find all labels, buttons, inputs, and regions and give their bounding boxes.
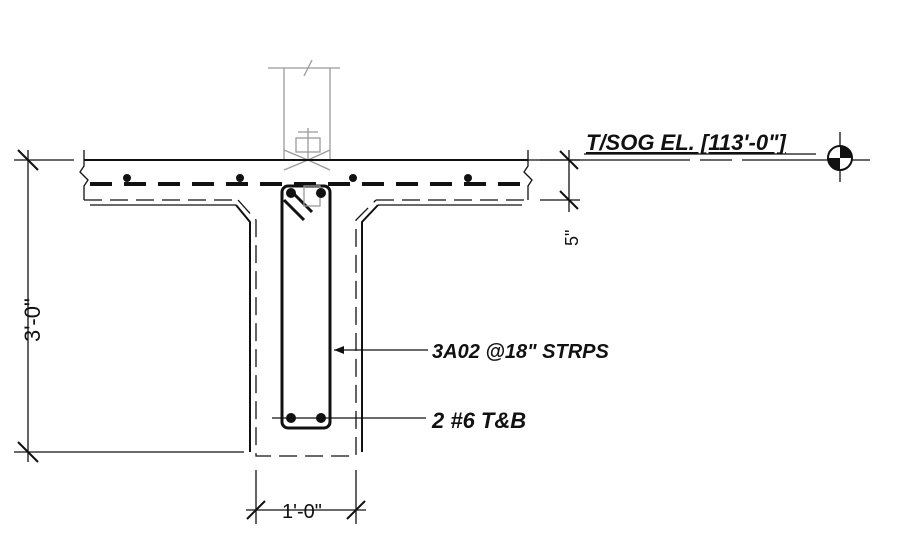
beam-depth-dimension (14, 149, 244, 463)
slab-outline (79, 150, 870, 206)
beam-width-text: 1'-0" (282, 501, 322, 523)
beam-width-dimension (246, 470, 366, 524)
beam-stem-outline (235, 199, 379, 457)
slab-bar (349, 174, 357, 182)
stirrup (280, 184, 332, 430)
leaders (272, 346, 428, 419)
elevation-label: T/SOG EL. [113'-0"] (586, 130, 787, 155)
stirrup-label: 3A02 @18" STRPS (432, 341, 609, 363)
slab-thickness-dimension (540, 150, 580, 212)
beam-depth-text: 3'-0" (20, 298, 45, 342)
top-bar (286, 188, 296, 198)
elevation-marker (584, 132, 853, 182)
slab-bar (236, 174, 244, 182)
column-stub (268, 59, 340, 171)
slab-thickness-text: 5" (562, 230, 582, 246)
bars-label: 2 #6 T&B (431, 408, 526, 433)
slab-bar (464, 174, 472, 182)
slab-reinforcement (90, 174, 526, 186)
top-bar (316, 188, 326, 198)
slab-bar (123, 174, 131, 182)
